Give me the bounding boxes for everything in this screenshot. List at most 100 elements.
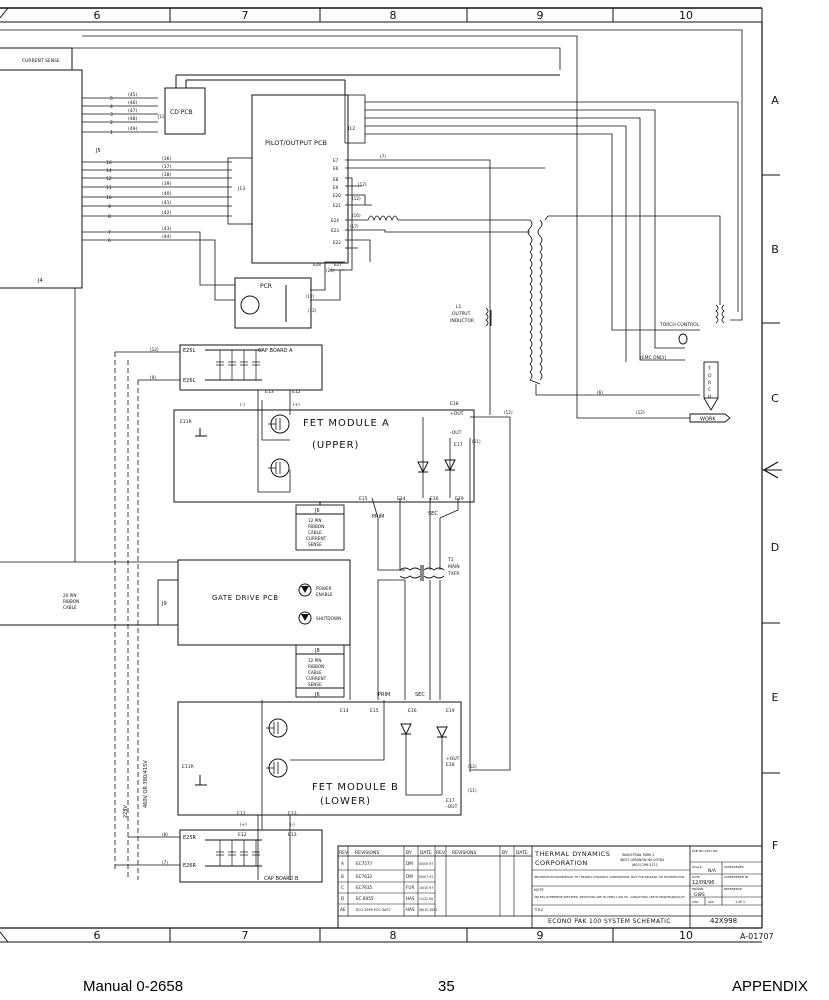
e25l-label: E25L [183,348,196,354]
svg-text:HAS: HAS [406,907,415,912]
svg-text:05/07 97: 05/07 97 [419,875,433,879]
svg-text:E27: E27 [334,262,342,267]
svg-text:(9): (9) [150,375,156,380]
confidential-text: INFORMATION PROPRIETARY TO THERMAL DYNAM… [534,875,685,879]
svg-text:E24: E24 [331,218,339,223]
svg-text:E12: E12 [238,832,247,838]
drawing-frame [0,7,782,943]
svg-text:D: D [341,896,344,901]
svg-text:CORPORATION: CORPORATION [535,859,588,867]
svg-text:1: 1 [110,130,113,136]
row-label-a: A [771,94,779,107]
svg-text:E17: E17 [446,798,455,804]
pilot-output-label: PILOT/OUTPUT PCB [265,139,327,147]
col-label-7: 7 [242,9,249,22]
svg-text:E19: E19 [455,496,464,502]
revision-rows: A EC7577 DM 05/05 97 B EC7632 DM 05/07 9… [340,861,437,912]
svg-text:4: 4 [110,104,113,110]
svg-text:E6: E6 [333,166,339,171]
svg-text:10: 10 [106,195,112,201]
fet-module-a: FET MODULE A (UPPER) E11R E18 +OUT -OUT … [173,401,475,503]
torch-label: T [707,366,711,372]
svg-text:C: C [708,387,711,393]
svg-text:NOTE: NOTE [534,888,544,892]
svg-text:(36): (36) [162,156,171,162]
svg-text:(44): (44) [162,234,171,240]
svg-text:+OUT: +OUT [446,756,460,762]
svg-text:PRIM: PRIM [372,514,384,520]
svg-text:MAIN: MAIN [448,564,460,570]
svg-text:CURRENT: CURRENT [306,676,327,681]
j11-label: J11 [157,114,165,119]
j9-label: J9 [161,601,167,607]
cap-board-b-label: CAP BOARD B [264,876,299,882]
fet-a-wires [257,390,511,772]
row-label-e: E [772,691,779,704]
svg-text:FUR: FUR [406,885,414,890]
svg-text:11: 11 [106,185,112,191]
control-pcb-box: CURRENT SENSE J5 J4 [0,47,101,289]
svg-text:(45): (45) [128,92,137,98]
fet-b-wires [257,579,443,880]
svg-text:9: 9 [108,204,111,210]
svg-text:OUTPUT: OUTPUT [452,311,471,317]
svg-text:DATE: DATE [420,850,432,856]
svg-text:(603) 298-5711: (603) 298-5711 [632,863,658,867]
document-number: A-01707 [740,932,774,941]
svg-text:8: 8 [108,214,111,220]
svg-text:1 of 1: 1 of 1 [735,900,745,904]
ribbon-lower: J8 12 PIN RIBBON CABLE CURRENT SENSE J6 [295,644,345,698]
svg-text:E14: E14 [340,708,349,714]
svg-text:12 PIN: 12 PIN [308,518,322,523]
work-label: WORK [700,417,716,423]
note-text: UNLESS OTHERWISE SPECIFIED, RESISTORS AR… [534,895,685,899]
svg-text:E23: E23 [331,228,339,233]
svg-text:PCB NO ASSY NO: PCB NO ASSY NO [692,849,718,853]
j5-label: J5 [95,148,101,154]
svg-text:BY: BY [406,850,412,856]
svg-text:SUPERSEDES: SUPERSEDES [724,865,744,869]
svg-text:(43): (43) [162,226,171,232]
footer-manual: Manual 0-2658 [83,978,184,995]
svg-text:16: 16 [106,160,112,166]
svg-text:DM: DM [406,861,413,866]
svg-text:CURRENT: CURRENT [306,536,327,541]
cap-board-a: CAP BOARD A E25L E26L E13 E12 (-) (+) [179,344,323,407]
svg-text:REVISIONS: REVISIONS [355,850,379,856]
row-label-b: B [771,243,779,256]
gate-drive-label: GATE DRIVE PCB [212,594,279,602]
e11r-label: E11R [180,419,192,425]
j12-label: J12 [347,126,355,132]
svg-text:R: R [708,380,711,386]
svg-text:E17: E17 [454,442,463,448]
j5-wires [82,97,235,301]
svg-text:WEST LEBANON NH 03784: WEST LEBANON NH 03784 [620,858,664,862]
svg-text:(12): (12) [468,764,477,769]
svg-text:(6): (6) [597,390,603,395]
svg-text:CABLE: CABLE [63,605,77,610]
cd-pcb: CD PCB J11 [157,74,560,135]
svg-text:EC7635: EC7635 [356,885,373,890]
svg-text:+OUT: +OUT [450,411,464,417]
schematic-title: ECONO PAK 100 SYSTEM SCHEMATIC [548,918,671,925]
svg-text:(40): (40) [162,191,171,197]
svg-text:(49): (49) [128,126,137,132]
ribbon-upper: J6 12 PIN RIBBON CABLE CURRENT SENSE [295,502,345,551]
svg-text:RIBBON: RIBBON [308,664,324,669]
svg-text:14: 14 [106,168,112,174]
company-name: THERMAL DYNAMICS [534,850,610,858]
svg-text:TITLE: TITLE [533,908,543,912]
svg-text:REV: REV [436,850,446,856]
svg-text:RIBBON: RIBBON [63,599,79,604]
svg-text:B: B [341,874,344,879]
e25r-label: E25R [183,835,197,841]
svg-text:EC 8055: EC 8055 [356,896,374,901]
pcr-relay: PCR (12) (12) [234,277,317,329]
svg-text:HAS: HAS [406,896,415,901]
footer-section: APPENDIX [732,978,808,995]
svg-text:E9: E9 [333,185,339,190]
svg-text:12 PIN: 12 PIN [308,658,322,663]
voltage-label: 460V OR 380/415V [143,760,149,808]
